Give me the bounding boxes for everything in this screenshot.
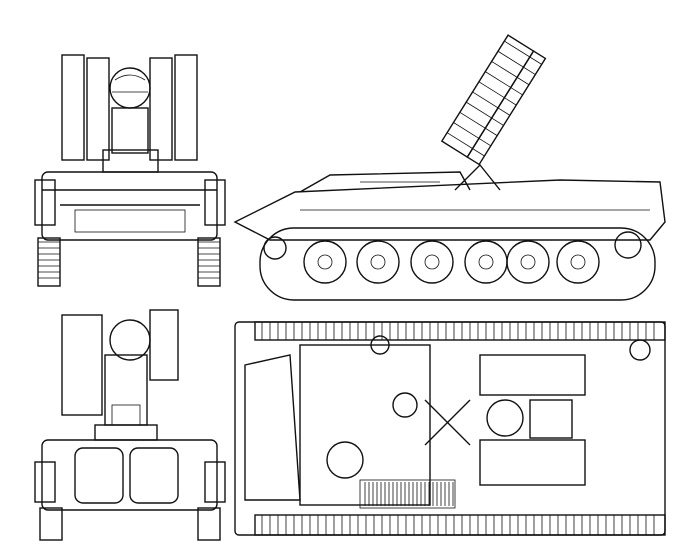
road-wheel <box>410 240 454 284</box>
launcher-rib <box>478 81 517 106</box>
hull-front <box>41 171 218 241</box>
track-side <box>259 227 656 301</box>
wheel-hub <box>424 254 440 270</box>
wheel-hub <box>478 254 494 270</box>
launcher-rib <box>491 61 530 86</box>
rear-view <box>34 309 226 541</box>
road-wheel <box>303 240 347 284</box>
wheel-hub <box>520 254 536 270</box>
road-wheel <box>556 240 600 284</box>
launcher-rib <box>472 91 511 116</box>
launcher-rib <box>446 132 485 157</box>
top-view <box>234 321 666 536</box>
wheel-hub <box>317 254 333 270</box>
raised-launcher <box>440 34 547 166</box>
hull-rear <box>41 439 218 511</box>
drive-sprocket <box>263 236 287 260</box>
launcher-rib <box>466 101 504 126</box>
wheel-hub <box>370 254 386 270</box>
hull-side <box>233 179 666 241</box>
wheel-hub <box>570 254 586 270</box>
launcher-rib <box>453 122 492 147</box>
left-launcher-pair <box>61 54 110 161</box>
launcher-rib <box>497 50 536 75</box>
launcher-rib <box>485 71 523 96</box>
launcher-rib <box>459 111 498 136</box>
road-wheel <box>464 240 508 284</box>
launcher-rib <box>504 40 542 65</box>
front-view <box>34 54 226 287</box>
road-wheel <box>356 240 400 284</box>
idler-wheel <box>614 231 642 259</box>
radar-dish <box>109 67 151 109</box>
right-launcher-pair <box>149 54 198 161</box>
road-wheel <box>506 240 550 284</box>
side-view <box>233 34 666 301</box>
